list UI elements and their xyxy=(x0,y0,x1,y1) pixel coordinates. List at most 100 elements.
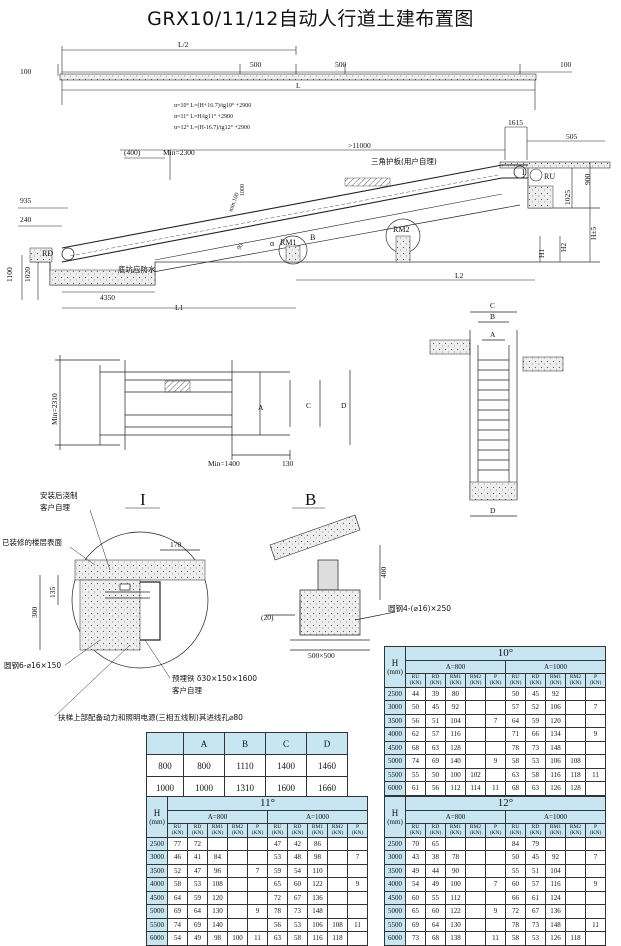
upper-floor-slab xyxy=(59,73,537,81)
table-cell: 59 xyxy=(187,890,208,905)
table-cell: 58 xyxy=(505,754,526,769)
table-cell: 72 xyxy=(267,890,288,905)
table-cell: 148 xyxy=(307,904,328,919)
col-head: P(KN) xyxy=(585,823,606,838)
table-cell: 92 xyxy=(445,700,466,715)
col-head: RU(KN) xyxy=(267,823,288,838)
h-value-cell: 4500 xyxy=(384,740,406,755)
col-head-part: RU xyxy=(511,674,520,681)
table-cell xyxy=(327,877,348,892)
table-cell: 78 xyxy=(445,850,466,865)
col-head: RD(KN) xyxy=(425,673,446,688)
h-value-cell: 4500 xyxy=(146,890,168,905)
h-header-cell: H(mm) xyxy=(384,646,406,688)
table-cell: 1110 xyxy=(224,754,266,777)
table-cell: 69 xyxy=(425,754,446,769)
dim-4350: 4350 xyxy=(100,293,115,302)
col-head: RD(KN) xyxy=(425,823,446,838)
plan-min1400: Min=1400 xyxy=(208,459,240,468)
table-cell: 112 xyxy=(445,781,466,796)
col-head-part: P xyxy=(493,824,498,831)
col-head: RM2(KN) xyxy=(327,823,348,838)
table-cell: 53 xyxy=(287,917,308,932)
table-cell xyxy=(247,877,268,892)
detail-I-170: 170 xyxy=(170,540,182,549)
table-cell: 73 xyxy=(525,917,546,932)
col-head: RU(KN) xyxy=(505,823,526,838)
h-value-cell: 4000 xyxy=(384,727,406,742)
col-head-part: RM2 xyxy=(331,824,344,831)
col-head-part: (KN) xyxy=(331,830,344,837)
detail-I-postpour2: 客户自理 xyxy=(40,502,70,512)
table-cell: 55 xyxy=(425,890,446,905)
detail-I-embedded2: 客户自理 xyxy=(172,685,202,695)
table-cell: 79 xyxy=(525,836,546,851)
table-cell: 59 xyxy=(267,863,288,878)
col-head: RU(KN) xyxy=(405,673,426,688)
table-cell: 84 xyxy=(207,850,228,865)
col-head-part: RU xyxy=(173,824,182,831)
col-head: RM1(KN) xyxy=(545,673,566,688)
table-cell: 50 xyxy=(425,767,446,782)
table-cell: 9 xyxy=(485,904,506,919)
col-head-part: (KN) xyxy=(449,680,462,687)
detail-I-postpour: 安装后浇制 xyxy=(40,490,78,500)
table-cell xyxy=(565,850,586,865)
ad-header-A: A xyxy=(183,732,225,755)
col-head-part: RM1 xyxy=(211,824,224,831)
table-cell: 51 xyxy=(425,713,446,728)
col-head-part: (KN) xyxy=(231,830,244,837)
h-label: H xyxy=(391,657,399,668)
col-head: RM1(KN) xyxy=(445,823,466,838)
table-cell: 64 xyxy=(187,904,208,919)
table-cell: 49 xyxy=(425,877,446,892)
table-cell: 52 xyxy=(525,700,546,715)
table-cell: 66 xyxy=(525,727,546,742)
table-cell: 56 xyxy=(425,781,446,796)
col-head: RU(KN) xyxy=(405,823,426,838)
lower-pit xyxy=(30,261,600,286)
table-cell xyxy=(327,863,348,878)
table-cell: 59 xyxy=(525,713,546,728)
plan-A: A xyxy=(258,403,264,412)
formula-11: α=11° L=H/tg11° +2900 xyxy=(174,113,233,120)
h-value-cell: 6000 xyxy=(384,781,406,796)
table-cell xyxy=(465,917,486,932)
table-cell: 126 xyxy=(545,781,566,796)
a1000-header: A=1000 xyxy=(505,809,606,824)
table-cell xyxy=(207,836,228,851)
col-head-part: RM2 xyxy=(469,674,482,681)
table-cell: 78 xyxy=(267,904,288,919)
table-cell: 7 xyxy=(347,850,368,865)
col-head-part: RD xyxy=(193,824,202,831)
dim-l-half: L/2 xyxy=(178,40,189,49)
table-cell xyxy=(465,754,486,769)
h-value-cell: 3500 xyxy=(146,863,168,878)
table-cell: 800 xyxy=(183,754,225,777)
table-cell: 7 xyxy=(585,700,606,715)
h-label: H xyxy=(153,807,161,818)
col-head-part: RD xyxy=(531,674,540,681)
table-cell: 51 xyxy=(525,863,546,878)
col-head: RD(KN) xyxy=(287,823,308,838)
table-cell xyxy=(545,836,566,851)
table-cell: 7 xyxy=(585,850,606,865)
table-cell: 50 xyxy=(505,686,526,701)
detail-I-300: 300 xyxy=(30,607,39,619)
table-cell: 7 xyxy=(247,863,268,878)
table-cell: 55 xyxy=(505,863,526,878)
col-head: P(KN) xyxy=(585,673,606,688)
table-cell: 9 xyxy=(347,877,368,892)
detail-I-135: 135 xyxy=(48,587,57,599)
col-head-part: P xyxy=(593,674,598,681)
dim-L: L xyxy=(296,81,301,90)
table-cell xyxy=(347,890,368,905)
col-head: RU(KN) xyxy=(167,823,188,838)
